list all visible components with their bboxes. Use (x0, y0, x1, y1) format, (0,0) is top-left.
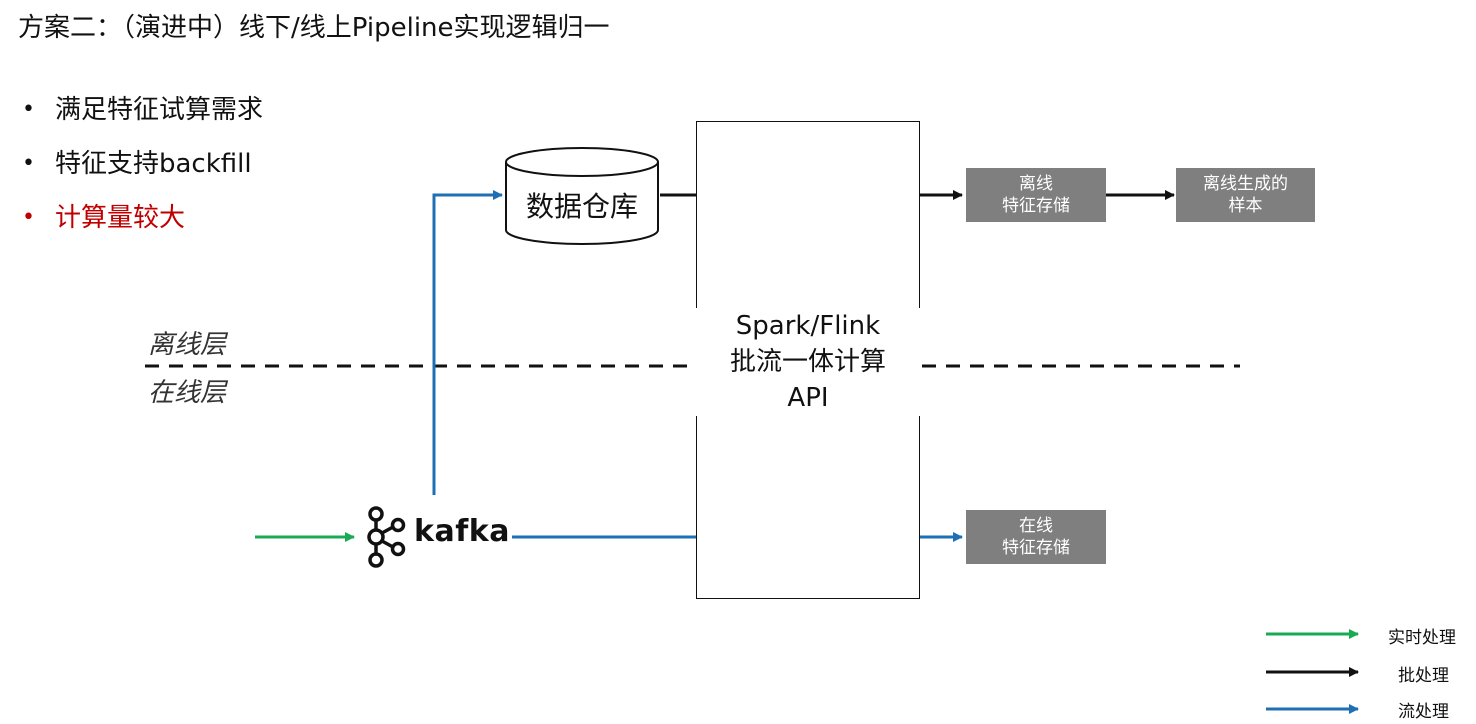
box-line: 特征存储 (1002, 538, 1070, 558)
stream-arrow-to-warehouse (432, 190, 503, 495)
online-feature-store-box: 在线 特征存储 (966, 510, 1106, 564)
box-line: 特征存储 (1002, 196, 1070, 216)
offline-layer-label: 离线层 (148, 330, 227, 360)
bullet-marker: • (22, 97, 35, 122)
box-line: 离线生成的 (1203, 174, 1288, 194)
box-line: 离线 (1019, 174, 1053, 194)
legend-label-batch: 批处理 (1398, 666, 1449, 686)
box-line: 样本 (1228, 196, 1263, 216)
page-title: 方案二：（演进中）线下/线上Pipeline实现逻辑归一 (18, 13, 610, 43)
legend-label-realtime: 实时处理 (1388, 628, 1456, 648)
data-warehouse-label: 数据仓库 (525, 190, 638, 223)
bullet-list: • 满足特征试算需求 • 特征支持backfill • 计算量较大 (18, 88, 263, 250)
box-line: 在线 (1019, 516, 1053, 536)
online-layer-label: 在线层 (148, 378, 227, 408)
kafka-label: kafka (414, 514, 510, 549)
bullet-item: • 特征支持backfill (18, 142, 263, 196)
offline-feature-store-box: 离线 特征存储 (966, 168, 1106, 222)
bullet-text: 计算量较大 (55, 203, 186, 233)
compute-api-line: 批流一体计算 (729, 347, 886, 377)
kafka-logo-icon (367, 506, 406, 568)
bullet-text: 满足特征试算需求 (55, 95, 264, 125)
bullet-item: • 满足特征试算需求 (18, 88, 263, 142)
bullet-text: 特征支持backfill (55, 149, 252, 179)
legend-label-stream: 流处理 (1398, 702, 1449, 722)
offline-samples-box: 离线生成的 样本 (1176, 168, 1315, 222)
compute-api-line: Spark/Flink (735, 311, 881, 341)
compute-api-text: Spark/Flink 批流一体计算 API (696, 308, 920, 416)
bullet-marker: • (22, 151, 35, 176)
bullet-item: • 计算量较大 (18, 196, 263, 250)
compute-api-line: API (787, 383, 829, 413)
database-cylinder-icon (505, 147, 659, 245)
bullet-marker: • (22, 205, 35, 230)
